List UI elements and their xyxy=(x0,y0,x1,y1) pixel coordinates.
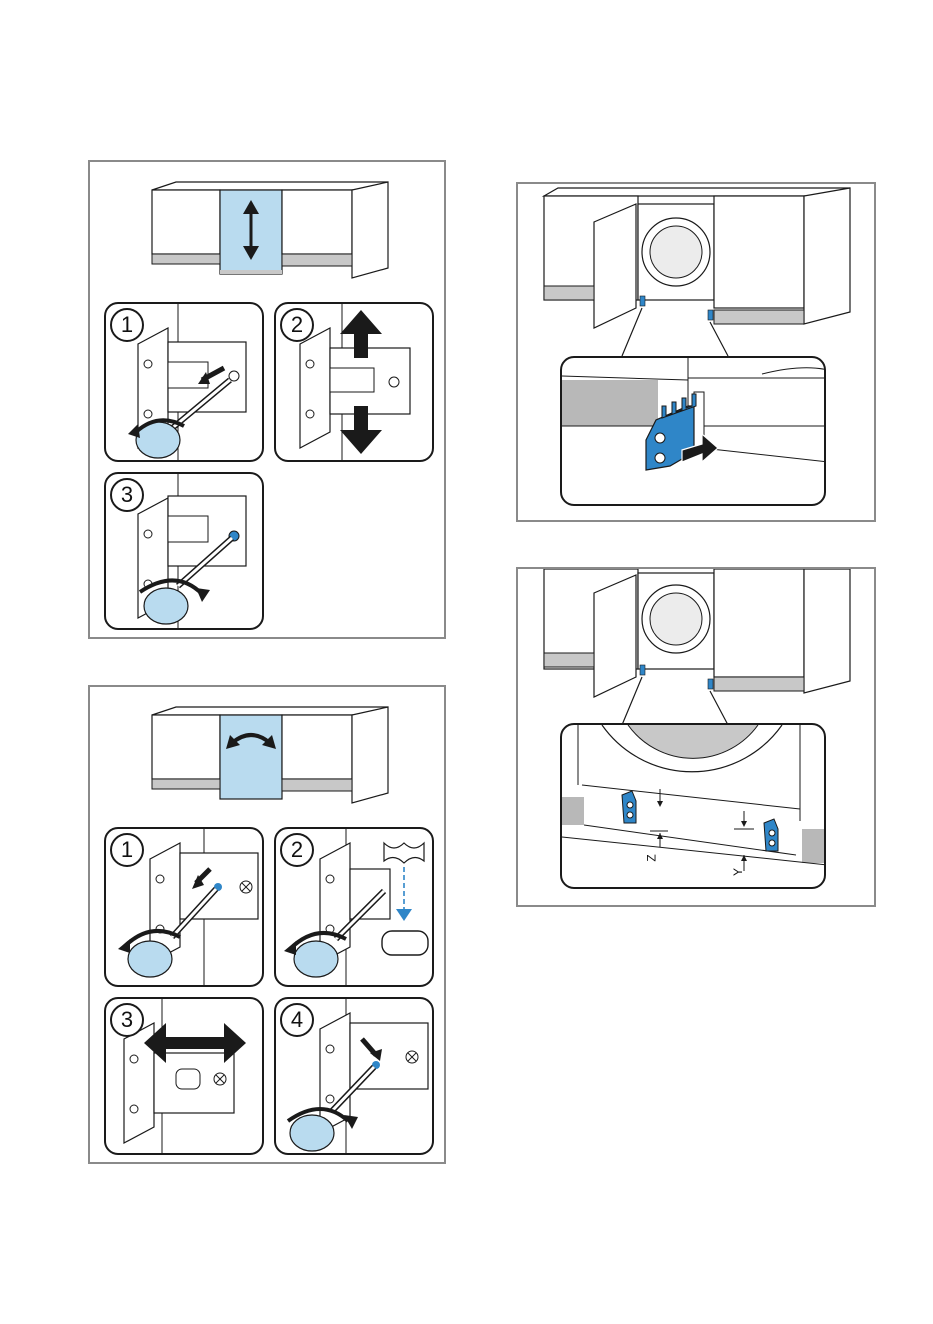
step-panel-3: 3 xyxy=(104,997,264,1155)
step-number: 4 xyxy=(280,1003,314,1037)
figure-hinge-side-adjust: 1 2 xyxy=(88,685,446,1164)
step-panel-1: 1 xyxy=(104,302,264,462)
blue-bracket-icon xyxy=(562,725,826,889)
detail-bracket-panel xyxy=(560,356,826,506)
figure-hinge-height-adjust: 1 2 xyxy=(88,160,446,639)
blue-bracket-icon xyxy=(562,358,826,506)
step-number: 2 xyxy=(280,833,314,867)
step-number: 1 xyxy=(110,308,144,342)
dimension-z-marker xyxy=(650,789,668,847)
cabinet-open-door xyxy=(518,569,878,729)
step-number: 2 xyxy=(280,308,314,342)
cabinet-overview xyxy=(90,162,448,302)
dimension-y-label: Y xyxy=(731,868,745,876)
dimension-z-label: Z xyxy=(645,854,659,861)
step-panel-2: 2 xyxy=(274,302,434,462)
step-panel-2: 2 xyxy=(274,827,434,987)
step-number: 3 xyxy=(110,1003,144,1037)
step-number: 3 xyxy=(110,478,144,512)
step-panel-3: 3 xyxy=(104,472,264,630)
step-panel-4: 4 xyxy=(274,997,434,1155)
figure-door-bracket-measure: Z Y xyxy=(516,567,876,907)
figure-door-bracket-insert xyxy=(516,182,876,522)
cabinet-overview xyxy=(90,687,448,827)
detail-measure-panel: Z Y xyxy=(560,723,826,889)
dimension-y-marker xyxy=(734,811,754,871)
step-number: 1 xyxy=(110,833,144,867)
cabinet-open-door xyxy=(518,184,878,359)
step-panel-1: 1 xyxy=(104,827,264,987)
